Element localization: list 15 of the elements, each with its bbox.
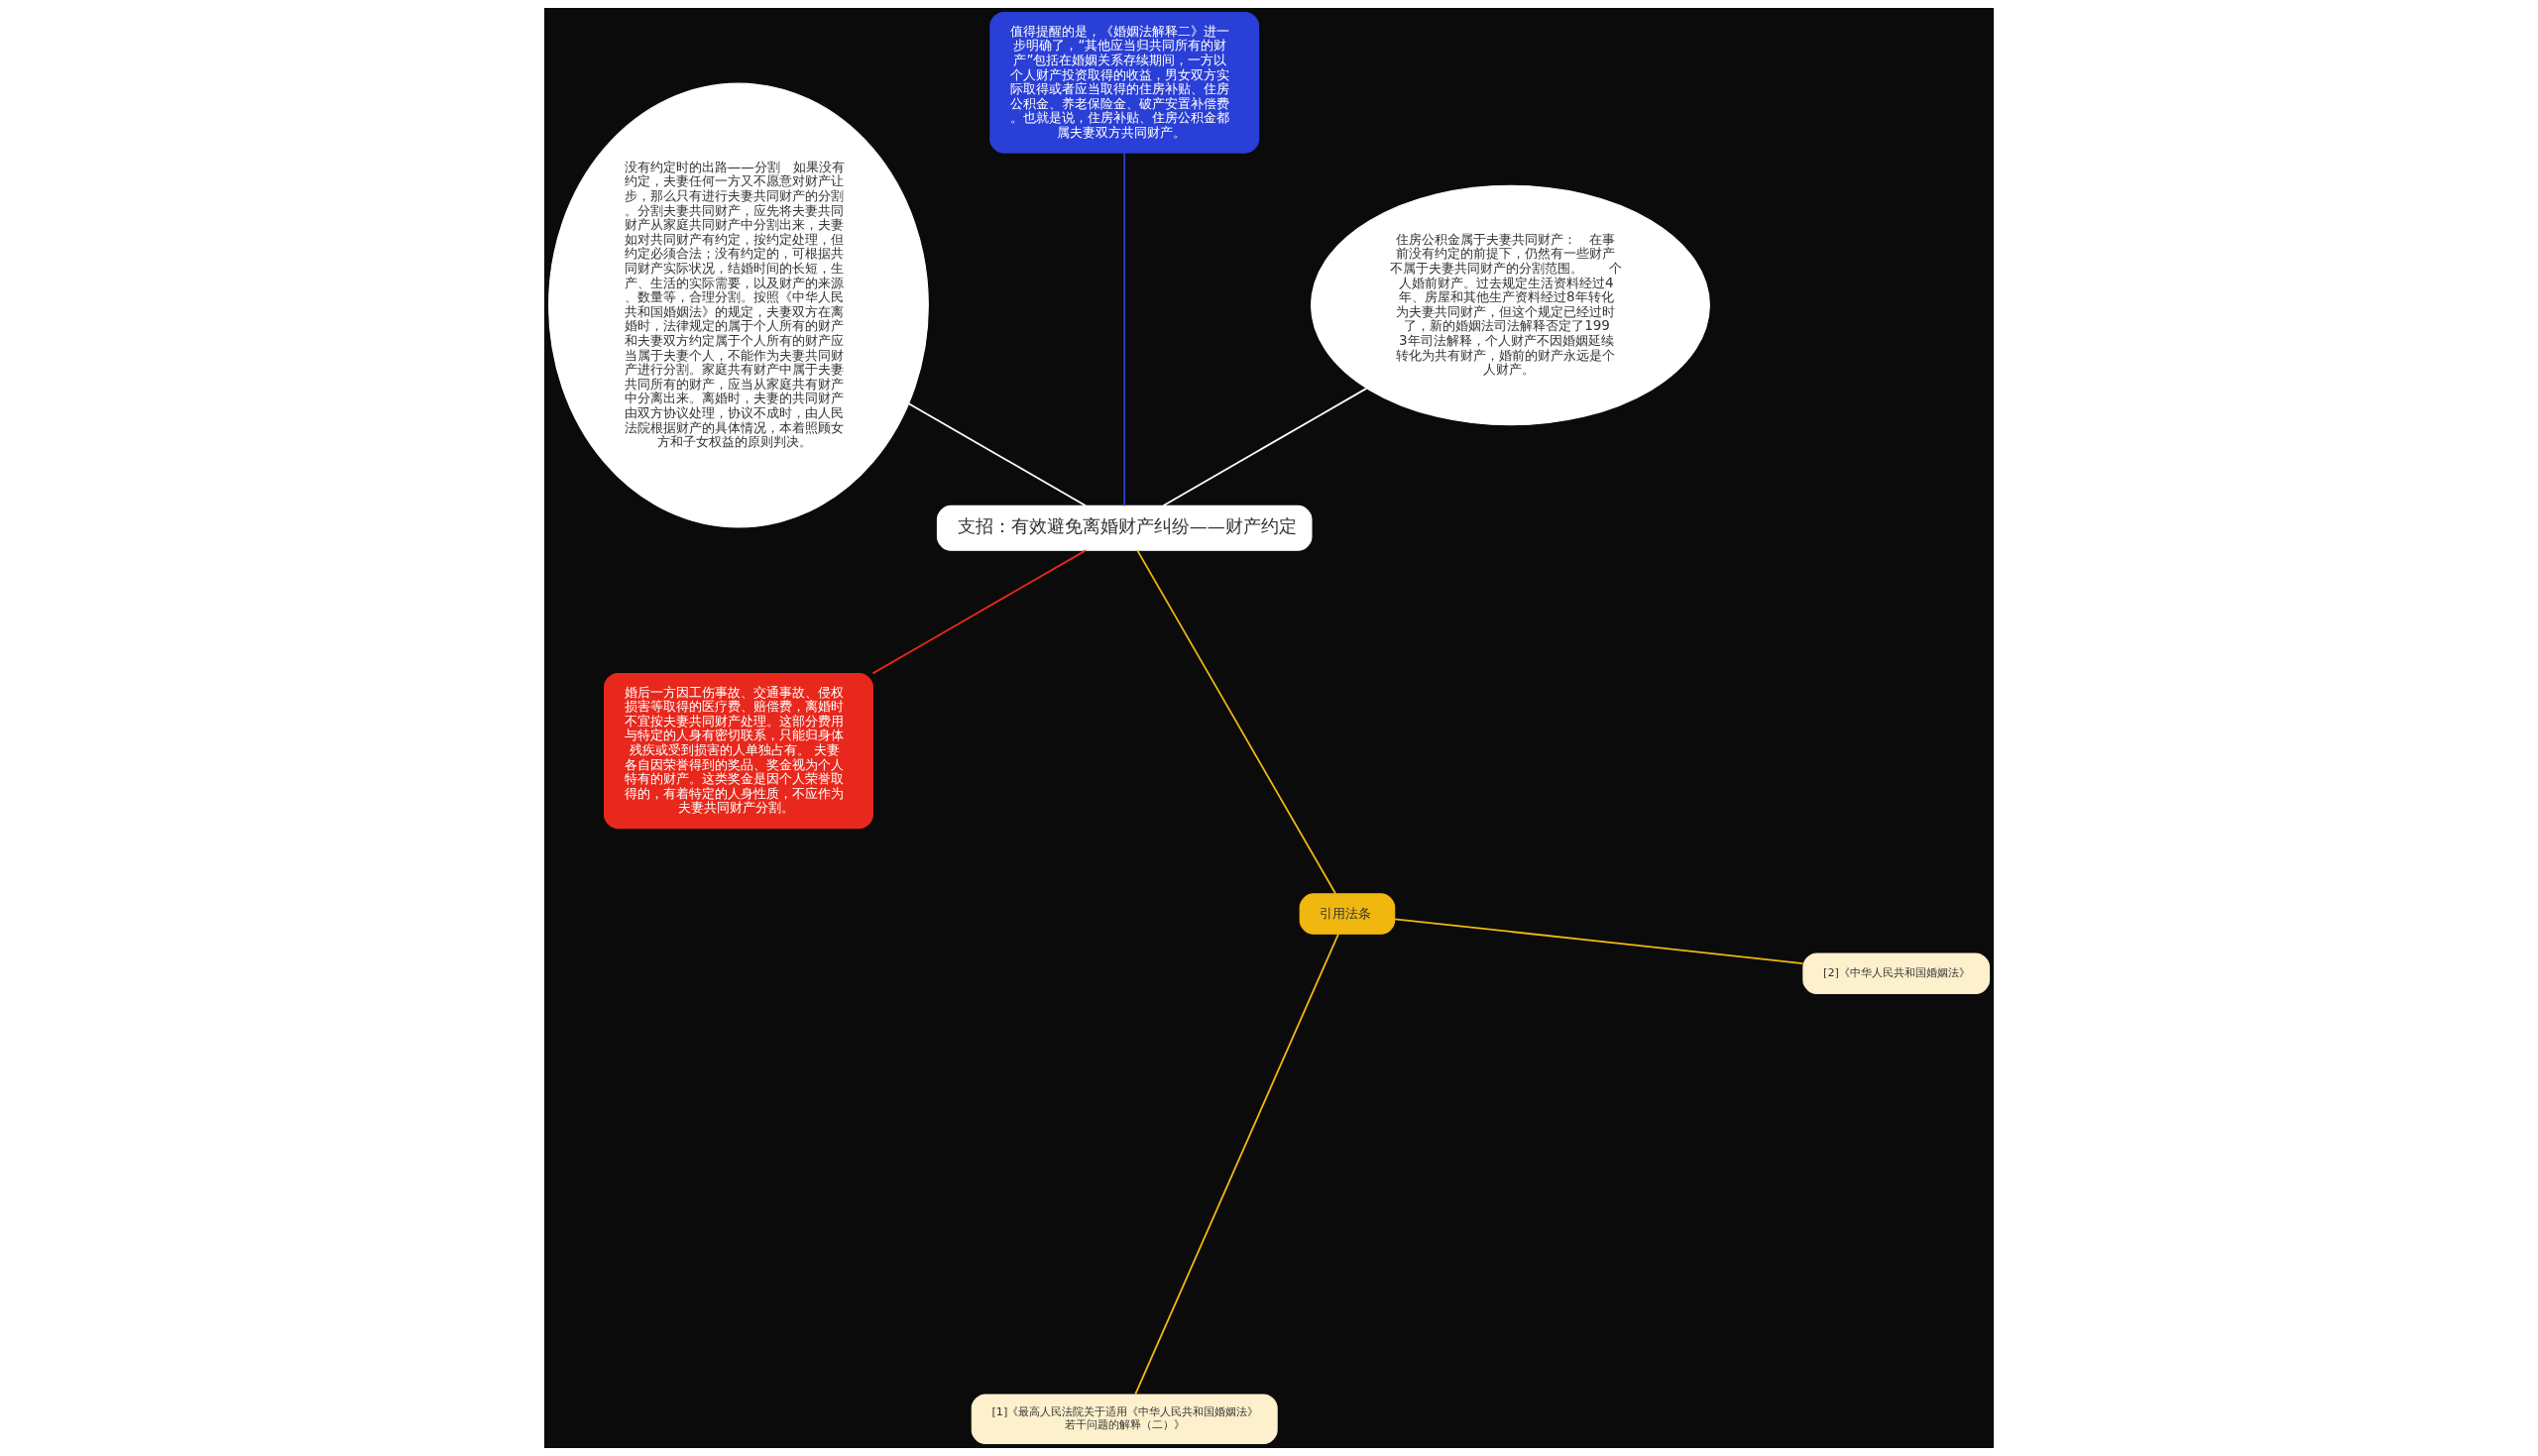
- connector: [1394, 918, 1804, 964]
- node-box: 支招：有效避免离婚财产纠纷——财产约定: [936, 504, 1313, 551]
- node-box: 婚后一方因工伤事故、交通事故、侵权损害等取得的医疗费、赔偿费，离婚时不宜按夫妻共同财产处理。这部分费用与特定的人身有密切联系，只能归身体残疾或受到损害的人单独占有。 夫妻各自因荣誉得到的奖品、奖金视为个人特有的财产。这类奖金是因个人荣誉取得的，有着特定的人身性质，不应作为夫妻共同财产分割。: [604, 672, 873, 830]
- node-ellipse: 没有约定时的出路——分割 如果没有约定，夫妻任何一方又不愿意对财产让步，那么只有进行夫妻共同财产的分割。分割夫妻共同财产，应先将夫妻共同财产从家庭共同财产中分割出来，夫妻如对共同财产有约定，按约定处理，但约定必须合法；没有约定的，可根据共同财产实际状况，结婚时间的长短，生产、生活的实际需要，以及财产的来源、数量等，合理分割。按照《中华人民共和国婚姻法》的规定，夫妻双方在离婚时，法律规定的属于个人所有的财产和夫妻双方约定属于个人所有的财产应当属于夫妻个人，不能作为夫妻共同财产进行分割。家庭共有财产中属于夫妻共同所有的财产，应当从家庭共有财产中分离出来。离婚时，夫妻的共同财产由双方协议处理，协议不成时，由人民法院根据财产的具体情况，本着照顾女方和子女权益的原则判决。: [548, 82, 929, 528]
- connector: [1123, 152, 1126, 507]
- connector: [907, 402, 1087, 507]
- connector: [1162, 387, 1368, 507]
- node-ellipse: 住房公积金属于夫妻共同财产： 在事前没有约定的前提下，仍然有一些财产不属于夫妻共同财产的分割范围。 个人婚前财产。过去规定生活资料经过4年、房屋和其他生产资料经过8年转化为夫妻共同财产，但这个规定已经过时了，新的婚姻法司法解释否定了1993年司法解释，个人财产不因婚姻延续转化为共有财产，婚前的财产永远是个人财产。: [1311, 184, 1710, 426]
- connector: [1136, 549, 1337, 895]
- connector: [1134, 933, 1339, 1396]
- node-box: [1]《最高人民法院关于适用《中华人民共和国婚姻法》若干问题的解释（二）》: [971, 1394, 1278, 1444]
- node-box: [2]《中华人民共和国婚姻法》: [1802, 952, 1991, 995]
- connector: [871, 549, 1087, 675]
- node-box: 值得提醒的是，《婚姻法解释二》进一步明确了，“其他应当归共同所有的财产”包括在婚姻关系存续期间，一方以个人财产投资取得的收益，男女双方实际取得或者应当取得的住房补贴、住房公积金、养老保险金、破产安置补偿费。也就是说，住房补贴、住房公积金都属夫妻双方共同财产。: [989, 12, 1260, 154]
- node-box: 引用法条: [1299, 893, 1396, 935]
